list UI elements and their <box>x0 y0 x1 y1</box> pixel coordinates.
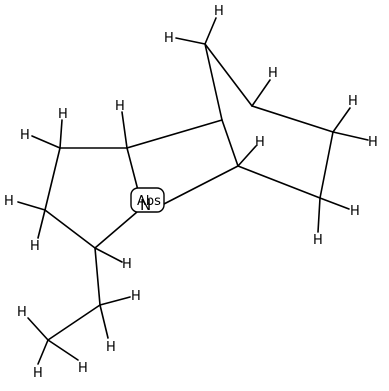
bond-h <box>317 197 321 233</box>
bond-c6-c7 <box>204 43 223 121</box>
hydrogen-label: H <box>106 340 116 355</box>
hydrogen-label: H <box>122 257 132 272</box>
bond-h <box>251 79 271 107</box>
bond-c4-n <box>94 211 138 249</box>
bond-h <box>204 17 217 45</box>
bond-h <box>27 317 49 341</box>
hydrogen-label: H <box>20 128 30 143</box>
bond-h <box>59 119 63 149</box>
bond-c7-c8 <box>204 43 253 107</box>
hydrogen-label: H <box>313 233 323 248</box>
hydrogen-labels: H H H H H H H H H H H H H H H H H H H <box>4 4 378 381</box>
bond-c1-c6 <box>126 119 223 149</box>
bond-c2-c3 <box>44 147 61 211</box>
bond-h <box>99 296 131 306</box>
bond-h <box>319 197 350 210</box>
bond-c11-c12 <box>47 304 101 341</box>
bond-h <box>332 107 351 133</box>
hydrogen-label: H <box>78 361 88 376</box>
nitrogen-atom: N Abs <box>130 187 165 214</box>
hydrogen-label: H <box>214 4 224 19</box>
bond-h <box>31 135 61 149</box>
bond-c4-c11 <box>94 247 101 306</box>
hydrogen-label: H <box>350 204 360 219</box>
hydrogen-label: H <box>17 305 27 320</box>
hydrogen-label: H <box>33 366 43 381</box>
skeleton-bonds <box>44 43 334 341</box>
bond-h <box>175 37 206 45</box>
stereo-flag-label: Abs <box>137 194 161 209</box>
bond-h <box>99 304 109 339</box>
hydrogen-label: H <box>255 135 265 150</box>
hydrogen-label: H <box>30 239 40 254</box>
hydrogen-label: H <box>4 194 14 209</box>
hydrogen-label: H <box>115 99 125 114</box>
hydrogen-label: H <box>164 31 174 46</box>
bond-h <box>37 209 46 239</box>
stereo-flag-box <box>130 187 165 213</box>
bond-h <box>237 145 257 167</box>
bond-h <box>94 247 123 263</box>
hydrogen-bonds <box>17 17 369 365</box>
bond-h <box>17 201 46 211</box>
hydrogen-label: H <box>58 107 68 122</box>
hydrogen-label: H <box>348 94 358 109</box>
bond-h <box>332 131 369 141</box>
hydrogen-label: H <box>131 289 141 304</box>
bond-c8-c9 <box>251 105 334 133</box>
bond-c10-c5 <box>237 165 321 199</box>
bond-c3-c4 <box>44 209 96 249</box>
hydrogen-label: H <box>368 135 378 150</box>
bond-c6-c5 <box>221 119 239 167</box>
bond-h <box>37 339 49 365</box>
bond-c9-c10 <box>319 131 334 199</box>
bond-n-c5 <box>161 165 239 206</box>
hydrogen-label: H <box>268 66 278 81</box>
nitrogen-label: N <box>140 196 151 214</box>
bond-h <box>121 111 128 149</box>
bond-h <box>47 339 79 361</box>
